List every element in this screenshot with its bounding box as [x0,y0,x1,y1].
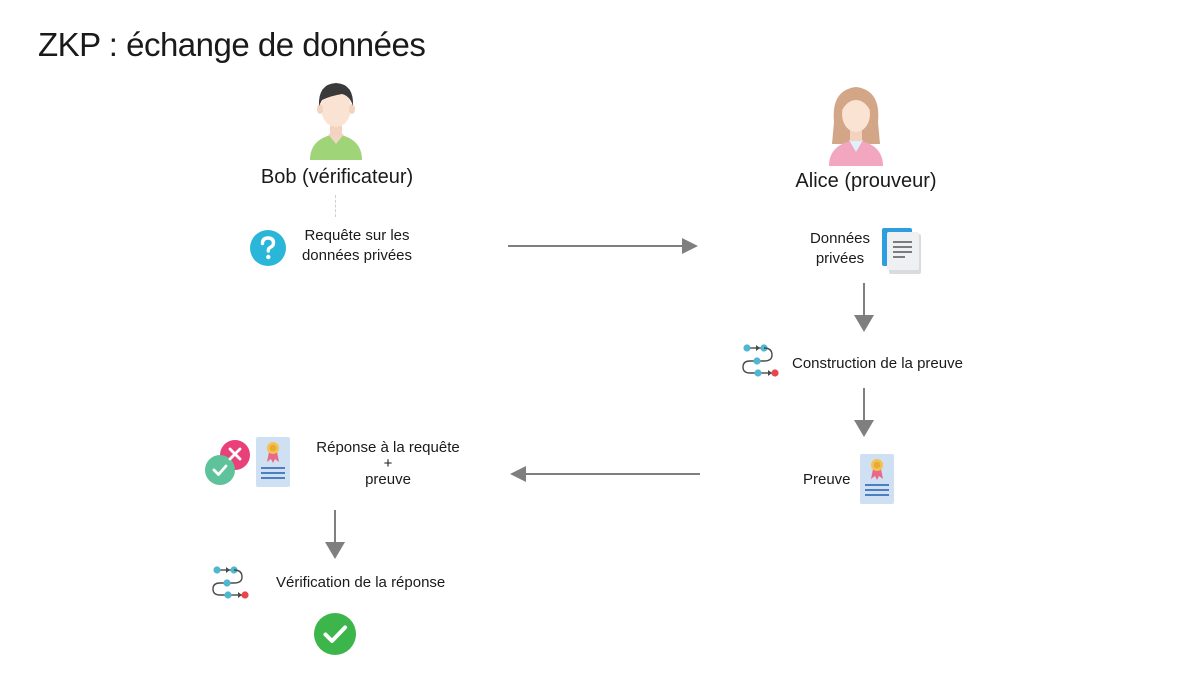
process-flow-icon [212,566,249,599]
accept-reject-icon [205,440,250,485]
verified-check [314,613,356,655]
response-label: Réponse à la requête + preuve [316,439,460,488]
check-circle-icon [314,613,356,655]
response-accept-reject-icon [203,438,253,488]
certificate-icon [256,437,290,487]
woman-avatar-icon [829,87,883,166]
bob-avatar [308,78,364,160]
response-to-verification-arrow [323,510,347,560]
data-to-construction-arrow [852,283,876,333]
private-data-icon [882,228,924,276]
prover-label: Alice (prouveur) [795,170,937,192]
private-data-label: Données privées [809,230,871,267]
man-avatar-icon [310,83,362,160]
verification-label: Vérification de la réponse [276,574,446,591]
response-certificate-icon [255,436,291,488]
verifier-lifeline [335,195,337,217]
request-label: Requête sur les données privées [301,227,413,264]
certificate-icon [860,454,894,504]
construction-icon [742,343,780,379]
construction-to-proof-arrow [852,388,876,438]
proof-icon [859,453,895,505]
request-step-icon [250,230,286,266]
process-flow-icon [742,344,779,377]
proof-label: Preuve [803,471,851,488]
question-icon [250,230,286,266]
response-arrow [508,464,700,484]
alice-avatar [827,82,885,166]
request-arrow [508,236,700,256]
document-icon [882,228,921,274]
verification-icon [212,565,250,601]
verifier-label: Bob (vérificateur) [260,166,414,188]
construction-label: Construction de la preuve [792,355,963,372]
page-title: ZKP : échange de données [38,26,426,63]
